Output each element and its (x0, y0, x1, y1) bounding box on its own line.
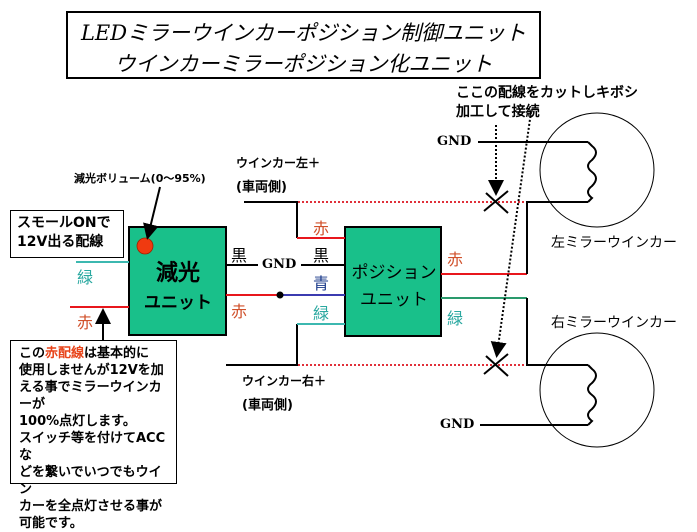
left-winker-label-1: ウインカー左＋ (236, 156, 321, 170)
left-mirror-label: 左ミラーウインカー (551, 235, 677, 251)
volume-label: 減光ボリューム(0～95%) (74, 172, 206, 185)
left-winker-label-2: (車両側) (236, 180, 287, 195)
gnd-label-bottom: GND (440, 417, 475, 432)
red-note-line-4: 100%点灯します。 (19, 414, 136, 429)
red-note-line-7: カーを全点灯させる事が (19, 499, 163, 514)
wire-label-pos-out-green: 緑 (447, 309, 464, 328)
dimmer-unit-box (128, 226, 227, 336)
wire-label-dimmer-red: 赤 (77, 313, 94, 332)
red-note-text: は基本的に (84, 346, 150, 361)
wire-to-right-mirror (526, 298, 588, 366)
dimmer-unit-label-2: ユニット (144, 293, 212, 313)
wire-label-pos-blue: 青 (313, 274, 330, 293)
right-mirror-circle (539, 332, 655, 448)
wire-to-left-mirror (526, 201, 588, 274)
left-cut-x-icon (483, 190, 509, 214)
red-wire-note: この赤配線は基本的に 使用しませんが12Vを加 える事でミラーウインカーが 10… (10, 340, 177, 531)
small-on-note: スモールONで 12V出る配線 (10, 210, 124, 258)
volume-pointer-arrow (143, 186, 161, 240)
right-winker-label-2: (車両側) (242, 398, 293, 413)
red-note-line-2: 使用しませんが12Vを加 (19, 363, 164, 378)
gnd-label-top: GND (437, 134, 472, 149)
title-line-1: LEDミラーウインカーポジション制御ユニット (80, 21, 527, 45)
wire-left-winker-vehicle (244, 201, 298, 238)
volume-knob-icon[interactable] (136, 237, 154, 255)
wire-label-dimmer-green: 緑 (77, 268, 94, 287)
left-mirror-circle (539, 112, 655, 228)
small-on-note-line-1: スモールONで (17, 215, 111, 231)
red-note-line-3: える事でミラーウインカーが (19, 380, 162, 412)
cut-pointer-arrow-right (490, 111, 532, 358)
red-note-highlight: 赤配線 (45, 346, 85, 361)
wire-label-pos-black: 黒 (313, 246, 330, 265)
title-line-2: ウインカーミラーポジション化ユニット (114, 52, 493, 76)
red-note-line-1: この赤配線は基本的に (19, 345, 168, 362)
right-mirror-label: 右ミラーウインカー (551, 315, 677, 331)
small-on-note-line-2: 12V出る配線 (17, 234, 104, 250)
wire-label-dimmer-out-red: 赤 (231, 302, 248, 321)
red-note-prefix: この (19, 346, 46, 361)
left-mirror-bulb-icon (587, 141, 597, 203)
position-unit-label-1: ポジション (351, 263, 437, 283)
right-mirror-bulb-icon (587, 364, 597, 426)
title-box: LEDミラーウインカーポジション制御ユニット ウインカーミラーポジション化ユニッ… (66, 11, 541, 79)
position-unit-box (344, 226, 442, 337)
wire-label-pos-green: 緑 (313, 304, 330, 323)
red-note-line-5: スイッチ等を付けてACCな (19, 431, 166, 463)
cut-note-line-2: 加工して接続 (456, 104, 540, 120)
position-unit-label-2: ユニット (360, 290, 428, 310)
gnd-label-mid: GND (262, 257, 297, 272)
cut-note-line-1: ここの配線をカットしキボシ (456, 85, 638, 101)
right-winker-label-1: ウインカー右＋ (242, 374, 327, 388)
wire-label-pos-red: 赤 (313, 219, 330, 238)
wire-label-pos-out-red: 赤 (447, 250, 464, 269)
wire-label-dimmer-black: 黒 (231, 246, 248, 265)
wire-right-winker-vehicle (226, 324, 298, 366)
junction-dot (276, 291, 284, 299)
wiring-diagram (70, 111, 655, 448)
red-note-line-8: 可能です。 (19, 516, 83, 531)
dimmer-unit-label-1: 減光 (155, 261, 200, 286)
